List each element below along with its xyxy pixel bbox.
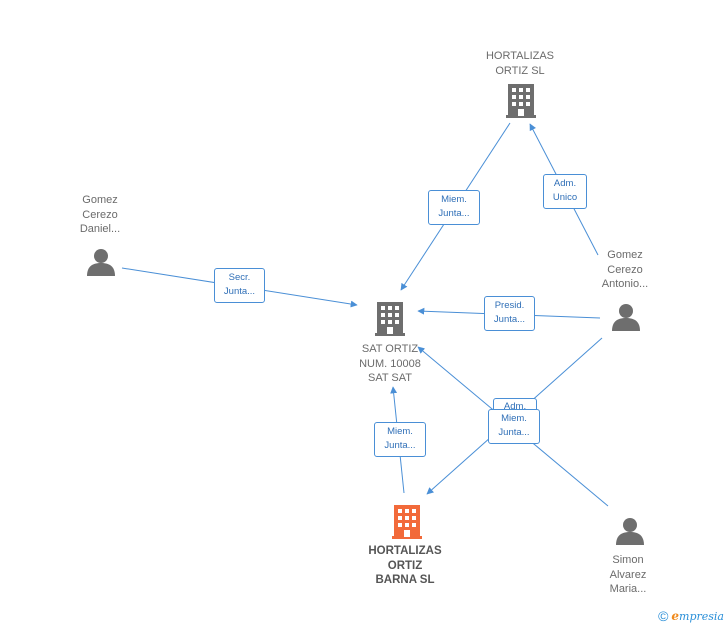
edge-label-miem-junta-top[interactable]: Miem. Junta... — [428, 190, 480, 225]
node-label-sat-ortiz[interactable]: SAT ORTIZ NUM. 10008 SAT SAT — [359, 343, 421, 384]
node-label-hortalizas-ortiz-sl[interactable]: HORTALIZAS ORTIZ SL — [485, 50, 555, 77]
edge-label-miem-junta-right[interactable]: Miem. Junta... — [488, 409, 540, 444]
building-icon[interactable] — [375, 302, 405, 336]
person-icon[interactable] — [616, 518, 644, 545]
edge-label-adm-unico[interactable]: Adm. Unico — [543, 174, 587, 209]
building-icon[interactable] — [392, 505, 422, 539]
building-icon[interactable] — [506, 84, 536, 118]
node-label-simon-alvarez[interactable]: Simon Alvarez Maria... — [609, 554, 647, 595]
edge-label-presid-junta[interactable]: Presid. Junta... — [484, 296, 535, 331]
edge-label-secr-junta[interactable]: Secr. Junta... — [214, 268, 265, 303]
edge-label-miem-junta-bottom[interactable]: Miem. Junta... — [374, 422, 426, 457]
node-label-hortalizas-ortiz-barna[interactable]: HORTALIZAS ORTIZ BARNA SL — [368, 545, 442, 586]
person-icon[interactable] — [87, 249, 115, 276]
person-icon[interactable] — [612, 304, 640, 331]
node-label-gomez-cerezo-daniel[interactable]: Gomez Cerezo Daniel... — [79, 194, 121, 235]
empresia-watermark: © empresia — [658, 608, 724, 624]
node-label-gomez-cerezo-antonio[interactable]: Gomez Cerezo Antonio... — [601, 249, 649, 290]
copyright-icon: © — [658, 608, 669, 624]
brand-name: empresia — [671, 609, 724, 623]
